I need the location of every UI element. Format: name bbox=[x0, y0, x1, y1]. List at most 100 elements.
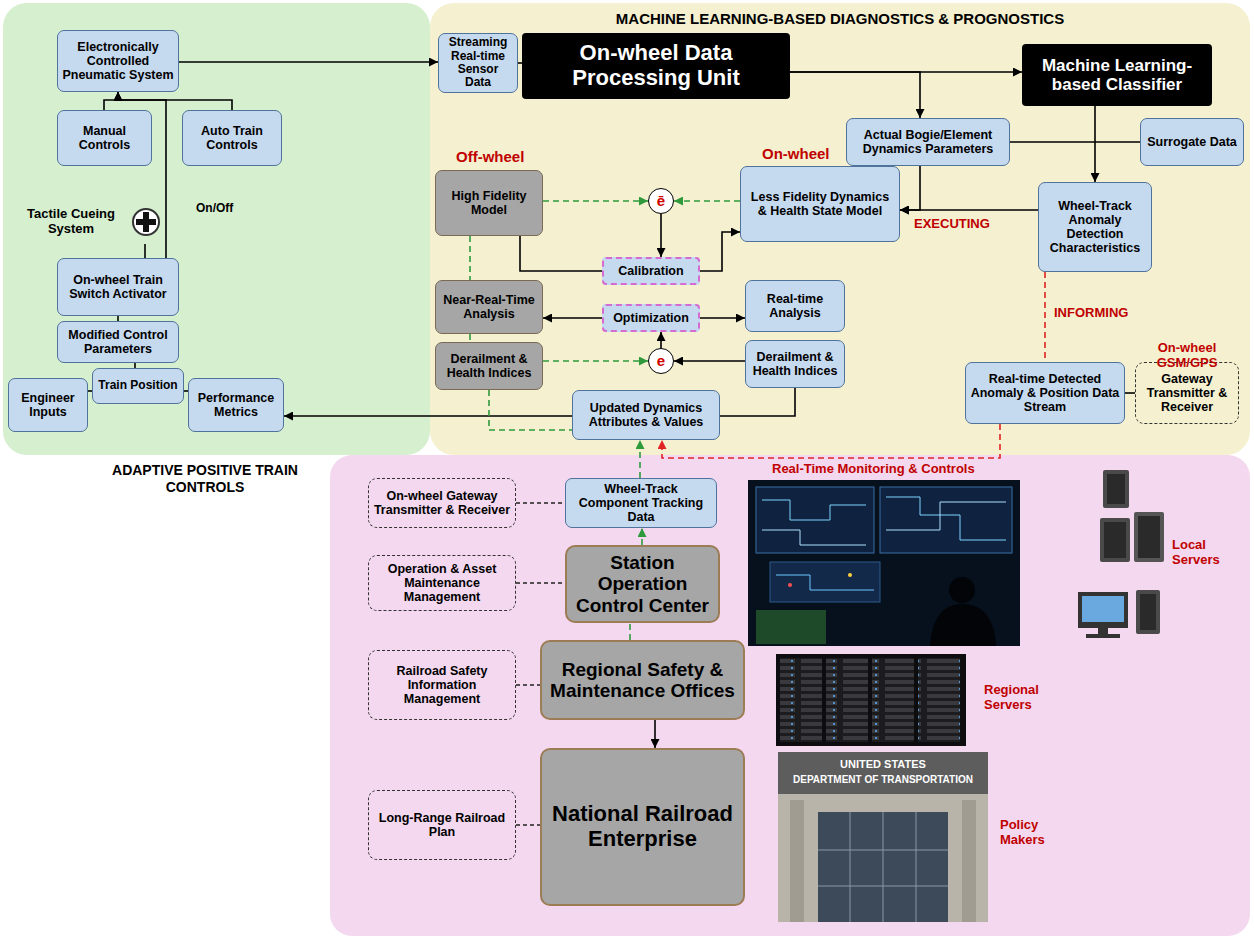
text-block: Engineer Inputs bbox=[9, 391, 87, 419]
text-block: Wheel-Track Anomaly Detection Characteri… bbox=[1039, 199, 1151, 255]
control-room-photo bbox=[770, 562, 880, 602]
image-caption: Real-Time Monitoring & Controls bbox=[772, 462, 1022, 477]
text-block: Updated Dynamics Attributes & Values bbox=[573, 401, 719, 429]
server-icon bbox=[1103, 470, 1129, 508]
device-box: On-wheel Gateway Transmitter & Receiver bbox=[368, 478, 516, 528]
text-block: Train Position bbox=[93, 379, 183, 392]
control-room-photo bbox=[762, 530, 866, 545]
text-block: Performance Metrics bbox=[189, 391, 283, 419]
box-text: High Fidelity Model bbox=[440, 189, 538, 217]
control-room-photo bbox=[886, 502, 1006, 530]
text-block: On-wheel Data Processing Unit bbox=[522, 41, 790, 90]
error-circle: e bbox=[648, 348, 674, 374]
box-text: Surrogate Data bbox=[1145, 135, 1239, 149]
box-text: Real-time Analysis bbox=[750, 292, 840, 320]
text-block: Manual Controls bbox=[58, 124, 151, 152]
text-block: Modified Control Parameters bbox=[58, 328, 178, 356]
box-text: Operation & Asset Maintenance Management bbox=[373, 562, 511, 604]
process-box: Derailment & Health Indices bbox=[435, 342, 543, 390]
process-box: Wheel-Track Component Tracking Data bbox=[565, 478, 717, 528]
region-band bbox=[330, 455, 1250, 936]
server-icon bbox=[1078, 470, 1164, 638]
connector bbox=[1010, 141, 1140, 143]
box-text: Regional Safety & Maintenance Offices bbox=[546, 659, 739, 702]
region-heading: MACHINE LEARNING-BASED DIAGNOSTICS & PRO… bbox=[430, 10, 1250, 28]
box-text: On-wheel Data Processing Unit bbox=[526, 41, 786, 90]
box-text: Updated Dynamics Attributes & Values bbox=[577, 401, 715, 429]
building-photo bbox=[790, 800, 804, 922]
text-block: Real-time Analysis bbox=[746, 292, 844, 320]
image-caption: Regional Servers bbox=[984, 683, 1076, 713]
control-room-photo bbox=[762, 500, 866, 520]
server-rack-photo bbox=[780, 658, 822, 742]
box-text: On-wheel Gateway Transmitter & Receiver bbox=[373, 489, 511, 517]
box-text: Real-time Detected Anomaly & Position Da… bbox=[970, 372, 1120, 414]
server-icon bbox=[1140, 594, 1156, 630]
text-block: Calibration bbox=[604, 264, 698, 278]
box-text: Streaming Real-time Sensor Data bbox=[443, 36, 513, 90]
text-block: e bbox=[649, 353, 673, 370]
box-text: Engineer Inputs bbox=[13, 391, 83, 419]
model-box: Less Fidelity Dynamics & Health State Mo… bbox=[740, 166, 900, 242]
connector bbox=[674, 360, 745, 362]
connector bbox=[516, 582, 565, 584]
building-photo bbox=[883, 812, 884, 922]
connector bbox=[516, 824, 540, 826]
box-text: Railroad Safety Information Management bbox=[373, 664, 511, 706]
box-text: Derailment & Health Indices bbox=[750, 350, 840, 378]
box-text: Less Fidelity Dynamics & Health State Mo… bbox=[745, 190, 895, 218]
connector bbox=[134, 363, 136, 368]
cue-icon bbox=[136, 212, 156, 232]
error-circle: ē bbox=[648, 188, 674, 214]
box-text: Actual Bogie/Element Dynamics Parameters bbox=[851, 128, 1005, 156]
region-panel: ADAPTIVE POSITIVE TRAIN CONTROLSElectron… bbox=[3, 3, 430, 455]
text-block: Regional Safety & Maintenance Offices bbox=[542, 659, 743, 702]
text-block: On-wheel Train Switch Activator bbox=[58, 273, 178, 301]
connector bbox=[641, 528, 643, 545]
control-room-photo bbox=[880, 487, 1012, 553]
box-text: Modified Control Parameters bbox=[62, 328, 174, 356]
text-block: Derailment & Health Indices bbox=[746, 350, 844, 378]
connector bbox=[117, 316, 119, 321]
server-icon bbox=[1086, 634, 1120, 638]
text-block: Streaming Real-time Sensor Data bbox=[439, 36, 517, 90]
box-text: Manual Controls bbox=[62, 124, 147, 152]
box-text: Derailment & Health Indices bbox=[440, 352, 538, 380]
box-text: Station Operation Control Center bbox=[571, 552, 714, 616]
building-photo bbox=[850, 812, 851, 922]
box-text: Gateway Transmitter & Receiver bbox=[1140, 372, 1234, 414]
server-rack-photo bbox=[776, 654, 966, 746]
text-block: Real-time Detected Anomaly & Position Da… bbox=[966, 372, 1124, 414]
server-rack-photo bbox=[872, 658, 914, 742]
server-icon bbox=[1104, 522, 1126, 558]
connector bbox=[518, 62, 522, 64]
process-box: Auto Train Controls bbox=[182, 110, 282, 166]
control-room-photo bbox=[949, 577, 975, 603]
text-block: Derailment & Health Indices bbox=[436, 352, 542, 380]
device-heading: On-wheel GSM/GPS bbox=[1126, 341, 1248, 370]
function-box: Railroad Safety Information Management bbox=[368, 650, 516, 720]
box-text: Machine Learning-based Classifier bbox=[1026, 56, 1208, 94]
process-box: On-wheel Train Switch Activator bbox=[57, 258, 179, 316]
region-band bbox=[330, 455, 1250, 936]
text-block: ē bbox=[649, 193, 673, 210]
box-text: Optimization bbox=[608, 311, 694, 325]
cue-symbol: Tactile Cueing System bbox=[6, 200, 162, 244]
edge-label: EXECUTING bbox=[912, 216, 992, 231]
box-text: Tactile Cueing System bbox=[18, 207, 124, 236]
connector bbox=[469, 236, 471, 280]
building-photo bbox=[818, 812, 948, 922]
connector bbox=[104, 92, 118, 110]
text-block: National Railroad Enterprise bbox=[542, 802, 743, 851]
model-box: High Fidelity Model bbox=[435, 170, 543, 236]
office-box: National Railroad Enterprise bbox=[540, 748, 745, 906]
building-photo bbox=[778, 752, 988, 922]
connector bbox=[654, 720, 656, 748]
control-room-photo bbox=[756, 487, 874, 553]
box-text: Calibration bbox=[608, 264, 694, 278]
office-box: Station Operation Control Center bbox=[565, 545, 720, 623]
device-box: On-wheel GSM/GPSGateway Transmitter & Re… bbox=[1135, 362, 1239, 424]
section-label: Off-wheel bbox=[456, 148, 546, 165]
connector bbox=[660, 332, 662, 348]
connector bbox=[639, 440, 641, 478]
